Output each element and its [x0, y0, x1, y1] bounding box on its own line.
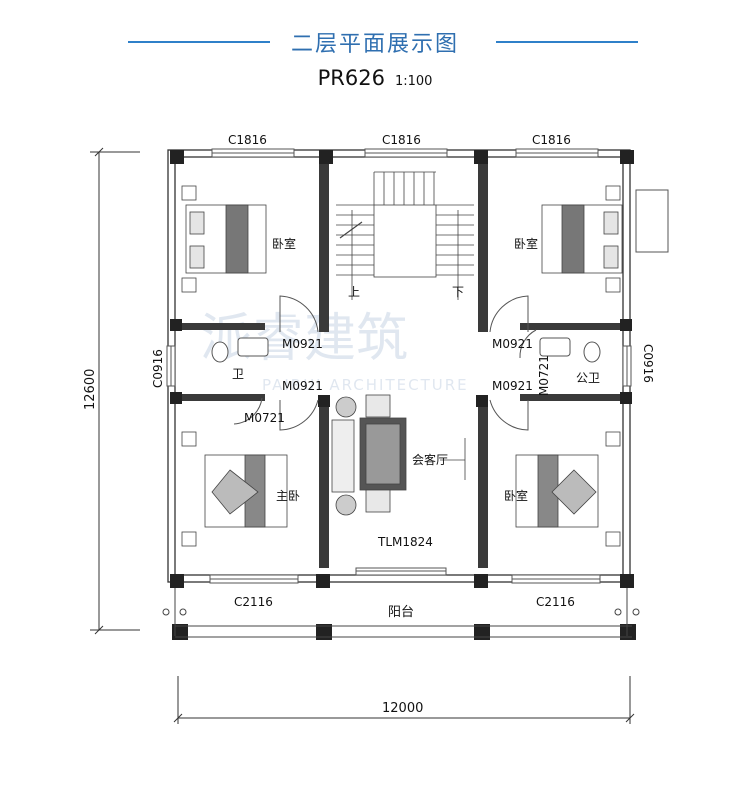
- dimension-lines: [90, 147, 635, 724]
- window-label-top-right: C1816: [532, 133, 571, 147]
- plan-code: PR626: [317, 66, 385, 90]
- page-header: 二层平面展示图 PR626 1:100: [0, 0, 750, 100]
- door-label-left-bath: M0721: [244, 411, 285, 425]
- balcony-railing: [162, 588, 640, 638]
- door-label-right-lower: M0921: [492, 379, 533, 393]
- title-rule-right: [496, 41, 638, 43]
- room-bedroom-top-left: 卧室: [272, 236, 296, 251]
- living-furniture: [331, 394, 466, 516]
- plan-subtitle: PR626 1:100: [0, 66, 750, 90]
- watermark: 派睿建筑 PAIRUI ARCHITECTURE: [200, 309, 469, 394]
- interior-walls: [175, 157, 623, 568]
- room-bath-right: 公卫: [576, 371, 600, 385]
- plan-scale: 1:100: [394, 74, 433, 89]
- stair-up-label: 上: [348, 285, 360, 299]
- door-label-left-lower: M0921: [282, 379, 323, 393]
- room-bath-left: 卫: [232, 367, 244, 381]
- window-label-side-right: C0916: [641, 344, 655, 383]
- room-balcony: 阳台: [388, 605, 414, 620]
- bath-fixtures: [211, 337, 601, 363]
- door-label-left-upper: M0921: [282, 337, 323, 351]
- door-swings: [233, 295, 537, 431]
- staircase: [336, 171, 474, 300]
- dimension-height: 12600: [83, 369, 98, 410]
- door-label-right-upper: M0921: [492, 337, 533, 351]
- bed-top-right: [541, 185, 623, 293]
- bed-bottom-right: [515, 431, 621, 547]
- exterior-ledge: [635, 189, 669, 253]
- room-bedroom-bottom-right: 卧室: [504, 488, 528, 503]
- watermark-cn: 派睿建筑: [200, 309, 408, 369]
- door-label-sliding: TLM1824: [377, 535, 433, 549]
- watermark-en: PAIRUI ARCHITECTURE: [262, 376, 469, 394]
- bed-top-left: [181, 185, 267, 293]
- title-rule-left: [128, 41, 270, 43]
- columns: [170, 150, 636, 640]
- window-label-bottom-right: C2116: [536, 595, 575, 609]
- window-label-top-left: C1816: [228, 133, 267, 147]
- bed-bottom-left: [181, 431, 288, 547]
- window-label-top-mid: C1816: [382, 133, 421, 147]
- window-label-side-left: C0916: [151, 349, 165, 388]
- room-bedroom-bottom-left: 主卧: [276, 489, 300, 503]
- dimension-width: 12000: [382, 701, 423, 716]
- window-label-bottom-left: C2116: [234, 595, 273, 609]
- room-bedroom-top-right: 卧室: [514, 236, 538, 251]
- door-label-right-bath: M0721: [537, 355, 551, 396]
- windows: [166, 148, 632, 584]
- room-living: 会客厅: [412, 452, 448, 467]
- page-title: 二层平面展示图: [290, 32, 459, 57]
- stair-down-label: 下: [452, 285, 464, 299]
